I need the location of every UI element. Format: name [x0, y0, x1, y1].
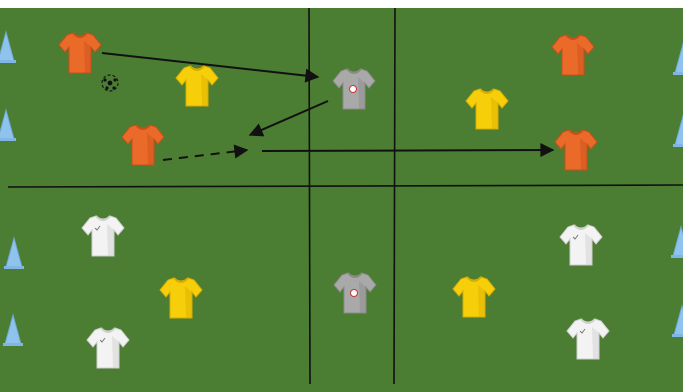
soccer-ball-icon — [102, 75, 118, 91]
left-channel-line — [309, 8, 310, 384]
pitch-top-border — [0, 0, 683, 8]
pass-arrow-3 — [262, 150, 553, 151]
right-channel-line — [394, 8, 395, 384]
